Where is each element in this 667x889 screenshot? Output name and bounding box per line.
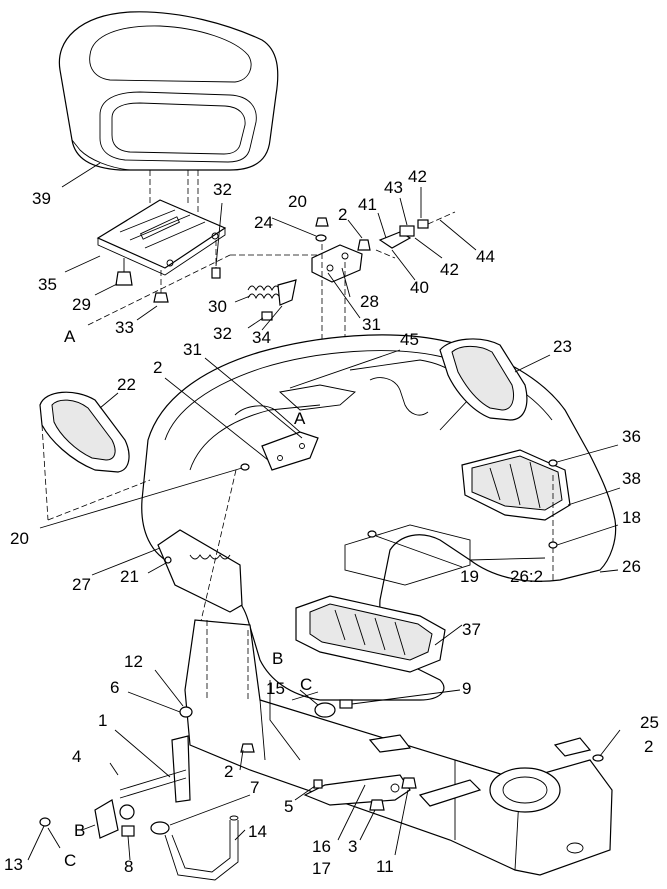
callout-26: 26: [622, 557, 641, 576]
washer-6: [179, 706, 193, 718]
cable-bracket: [269, 680, 353, 761]
callout-27: 27: [72, 575, 91, 594]
hood-bracket: [261, 431, 319, 471]
callout-2-hood: 2: [153, 358, 162, 377]
callout-37: 37: [462, 620, 481, 639]
callout-42-lower: 42: [440, 260, 459, 279]
bolt-32-top: [211, 240, 221, 279]
callout-16: 16: [312, 837, 331, 856]
callout-32-lower: 32: [213, 324, 232, 343]
seat-mount-plate: [96, 199, 227, 276]
callout-6: 6: [110, 678, 119, 697]
nut-2-top: [357, 239, 371, 251]
linkage-arm: [303, 774, 411, 806]
bolt-5: [313, 779, 323, 789]
callout-labels: 39 35 29 33 32 30 32 34 20 24 2 41 43 42…: [4, 167, 659, 878]
callout-42-top: 42: [408, 167, 427, 186]
nut-11: [401, 777, 417, 789]
callout-3: 3: [348, 837, 357, 856]
callout-43: 43: [384, 178, 403, 197]
callout-26-2: 26:2: [510, 567, 543, 586]
callout-18: 18: [622, 508, 641, 527]
nut-20-hood: [240, 463, 250, 471]
callout-31-top: 31: [362, 315, 381, 334]
callout-9: 9: [462, 679, 471, 698]
callout-32-top: 32: [213, 180, 232, 199]
callout-11: 11: [376, 857, 394, 876]
reference-letters: A A B B C C: [64, 327, 312, 870]
ref-b-frame: B: [272, 649, 283, 668]
callout-44: 44: [476, 247, 495, 266]
callout-20-hood: 20: [10, 529, 29, 548]
nut-2-frame: [240, 743, 255, 753]
callout-8: 8: [124, 857, 133, 876]
callout-33: 33: [115, 318, 134, 337]
seat: [58, 11, 279, 171]
ref-b-lever: B: [74, 821, 85, 840]
bolt-36: [548, 459, 558, 467]
ref-c-frame: C: [300, 675, 312, 694]
callout-2-frame: 2: [224, 762, 233, 781]
callout-15: 15: [266, 679, 285, 698]
bolt-18: [548, 541, 558, 549]
seat-knob: [115, 258, 133, 286]
callout-25: 25: [640, 713, 659, 732]
callout-31-hood: 31: [183, 340, 202, 359]
callout-41: 41: [358, 195, 377, 214]
control-bracket: [157, 469, 243, 691]
callout-34: 34: [252, 328, 271, 347]
nut-3: [369, 799, 385, 811]
callout-22: 22: [117, 375, 136, 394]
footrest-right: [461, 449, 571, 580]
seat-spring: [247, 279, 297, 306]
bolt-13: [39, 817, 51, 827]
nut-20-top: [315, 217, 329, 227]
callout-28: 28: [360, 292, 379, 311]
callout-4: 4: [72, 747, 81, 766]
callout-5: 5: [284, 797, 293, 816]
bolt-21: [164, 556, 172, 564]
bolt-32-lower: [261, 311, 273, 321]
leader-lines: [27, 162, 621, 861]
nut-8: [121, 825, 135, 837]
ref-c-lever: C: [64, 851, 76, 870]
callout-13: 13: [4, 855, 23, 874]
left-pod: [39, 391, 151, 521]
callout-30: 30: [208, 297, 227, 316]
frame: [184, 619, 613, 876]
callout-17: 17: [312, 859, 331, 878]
callout-7: 7: [250, 778, 259, 797]
callout-36: 36: [622, 427, 641, 446]
callout-39: 39: [32, 189, 51, 208]
ref-a-seat: A: [64, 327, 76, 346]
washer-24: [315, 234, 327, 242]
callout-38: 38: [622, 469, 641, 488]
footrest-left: [295, 595, 446, 673]
callout-1: 1: [98, 711, 107, 730]
callout-45: 45: [400, 330, 419, 349]
callout-14: 14: [248, 822, 267, 841]
callout-19: 19: [460, 567, 479, 586]
callout-29: 29: [72, 295, 91, 314]
callout-2-top: 2: [338, 205, 347, 224]
callout-20-top: 20: [288, 192, 307, 211]
right-pod: [439, 338, 528, 421]
callout-21: 21: [120, 567, 139, 586]
ref-a-hood: A: [294, 409, 306, 428]
washer-25: [592, 754, 604, 762]
callout-23: 23: [553, 337, 572, 356]
lever-assembly: [94, 735, 239, 881]
callout-2-right: 2: [644, 737, 653, 756]
callout-35: 35: [38, 275, 57, 294]
bolt-19: [367, 530, 377, 538]
callout-24: 24: [254, 213, 273, 232]
callout-12: 12: [124, 652, 143, 671]
callout-40: 40: [410, 278, 429, 297]
seat-switch: [375, 211, 456, 259]
